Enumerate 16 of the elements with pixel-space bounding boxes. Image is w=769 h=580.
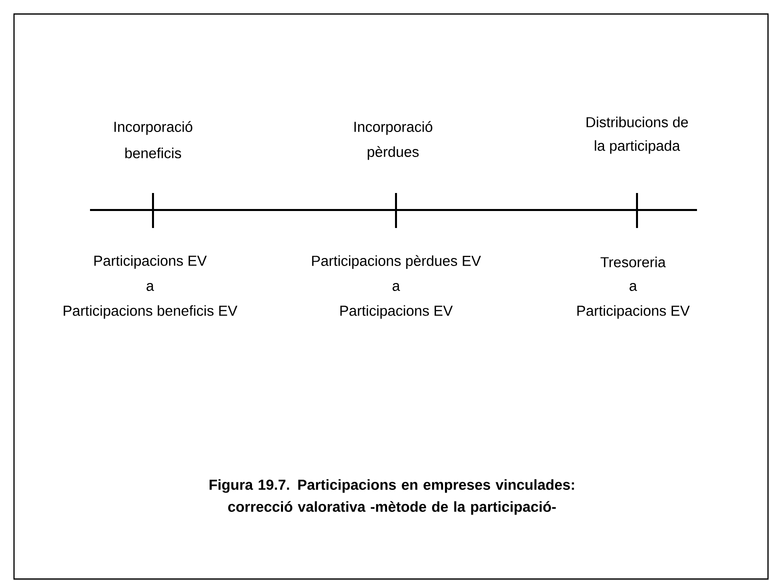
timeline-label: la participada <box>594 140 680 154</box>
timeline-label: Participacions pèrdues EV <box>312 255 481 269</box>
timeline-label: Incorporació <box>114 121 192 135</box>
timeline-label: Participacions EV <box>94 255 207 269</box>
timeline-label: Participacions beneficis EV <box>64 305 238 319</box>
timeline-label: Participacions EV <box>340 305 453 319</box>
timeline-label: a <box>392 283 400 291</box>
timeline-label: a <box>146 283 154 291</box>
timeline-label: Distribucions de <box>586 116 688 128</box>
timeline-label: Incorporació <box>354 121 432 135</box>
timeline-label: Tresoreria <box>600 256 666 268</box>
figure-caption: Figura 19.7. Participacions en empreses vinculades: correcció valorativa -mètode de la participació- <box>210 479 574 515</box>
timeline-label: Participacions EV <box>577 305 690 319</box>
timeline-label: a <box>630 283 638 291</box>
timeline-label: pèrdues <box>368 146 419 160</box>
timeline-label: beneficis <box>125 148 182 158</box>
